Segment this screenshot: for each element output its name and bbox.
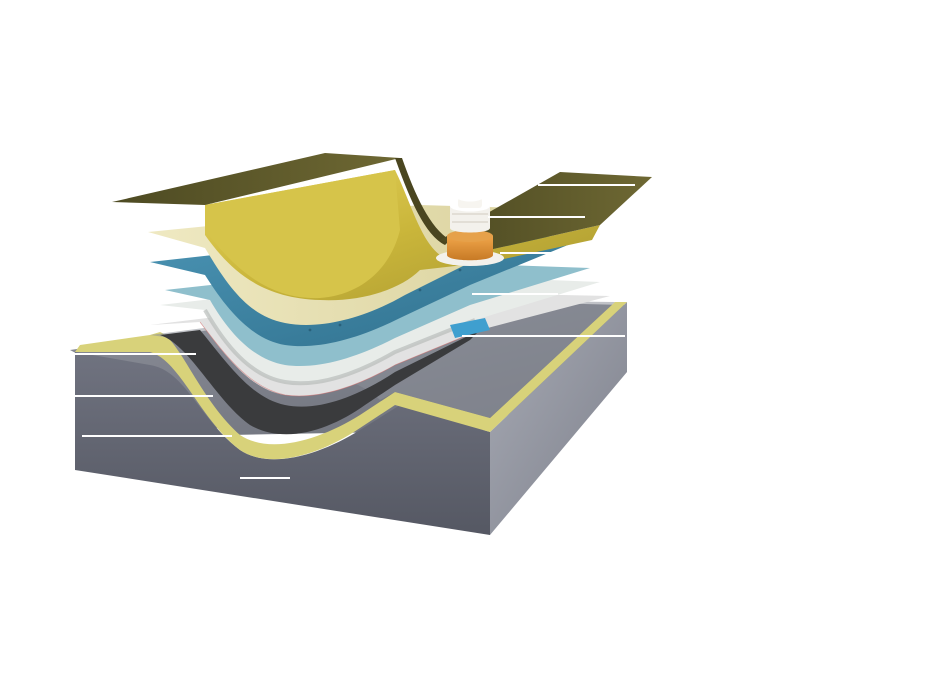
roof-drain [436,194,504,266]
callout-lines [72,184,635,479]
geomembrane-yellow [205,170,600,301]
dark-membrane [160,330,480,435]
geomembrane-top [112,153,652,252]
